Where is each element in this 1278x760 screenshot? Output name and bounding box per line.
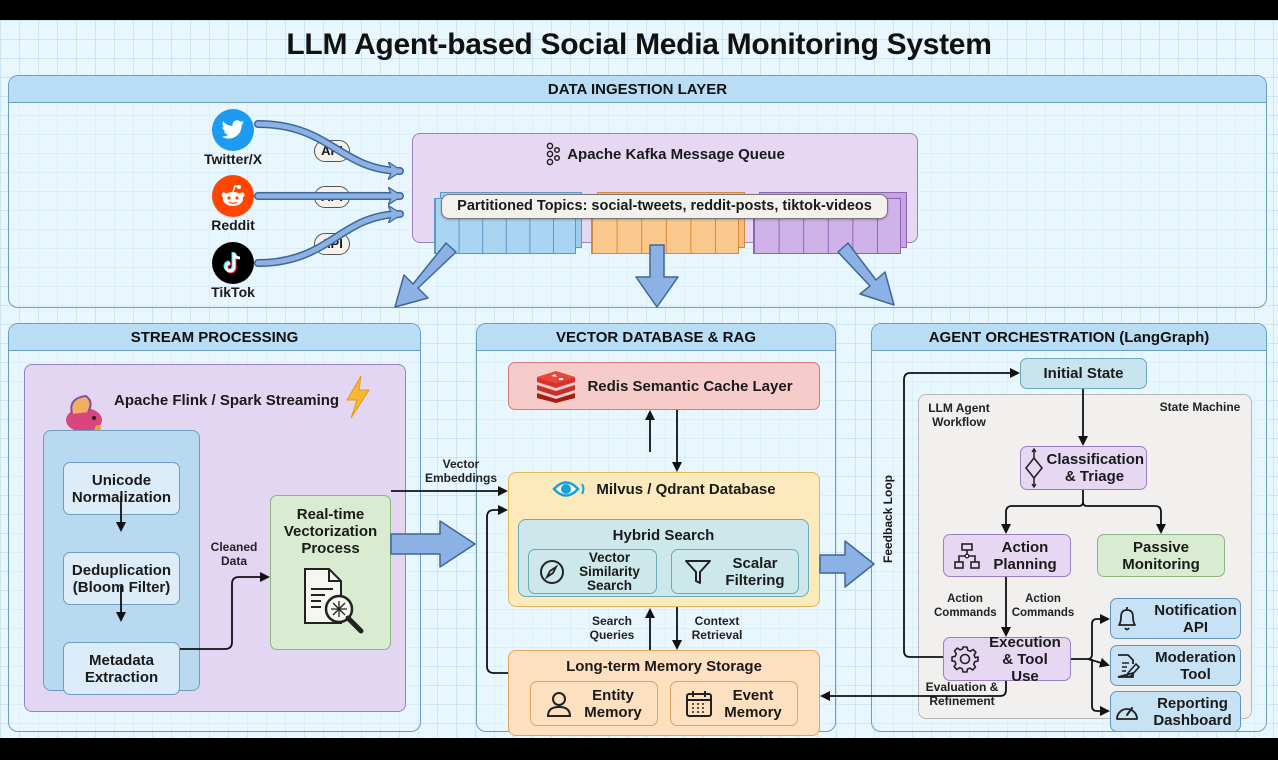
search-queries-label: Search Queries <box>589 614 635 642</box>
event-memory-label: Event Memory <box>724 686 782 721</box>
action-planning-label: Action Planning <box>993 538 1057 573</box>
entity-memory: Entity Memory <box>530 681 658 726</box>
twitter-api-connector: API <box>314 140 350 162</box>
milvus-eye-icon <box>552 481 585 497</box>
filter-icon <box>685 559 711 584</box>
action-planning: Action Planning <box>943 534 1071 577</box>
vector-similarity-label: Vector Similarity Search <box>579 549 640 593</box>
action-commands-right-label: Action Commands <box>1011 593 1075 619</box>
long-term-memory-label: Long-term Memory Storage <box>566 658 762 675</box>
kafka-icon <box>546 142 561 166</box>
cleaned-data-label: Cleaned Data <box>210 540 258 568</box>
compass-icon <box>539 559 564 584</box>
passive-monitoring: Passive Monitoring <box>1097 534 1225 577</box>
entity-memory-label: Entity Memory <box>584 686 642 721</box>
unicode-normalization-step: Unicode Normalization <box>63 462 180 515</box>
vector-layer-header: VECTOR DATABASE & RAG <box>477 324 835 351</box>
reporting-dashboard-label: Reporting Dashboard <box>1153 694 1232 729</box>
moderation-tool: Moderation Tool <box>1110 645 1241 686</box>
flink-squirrel-icon <box>66 394 102 432</box>
bell-icon <box>1117 606 1136 630</box>
scalar-filtering: Scalar Filtering <box>671 549 799 594</box>
spark-lightning-icon <box>346 375 370 419</box>
twitter-icon <box>212 109 254 151</box>
metadata-extraction-step: Metadata Extraction <box>63 642 180 695</box>
gear-icon <box>951 646 979 673</box>
gauge-icon <box>1115 706 1138 720</box>
tiktok-label: TikTok <box>211 284 255 300</box>
evaluation-refinement-label: Evaluation & Refinement <box>925 680 999 708</box>
stream-engine-title: Apache Flink / Spark Streaming <box>114 392 340 409</box>
twitter-label: Twitter/X <box>203 151 263 167</box>
milvus-title-row: Milvus / Qdrant Database <box>508 478 820 500</box>
redis-icon <box>537 371 576 403</box>
kafka-title: Apache Kafka Message Queue <box>567 145 785 163</box>
calendar-icon <box>686 690 712 717</box>
llm-agent-workflow-label: LLM Agent Workflow <box>928 401 990 429</box>
edit-document-icon <box>1117 653 1140 678</box>
tiktok-api-connector: API <box>314 233 350 255</box>
initial-state: Initial State <box>1020 358 1147 389</box>
diagram-canvas: LLM Agent-based Social Media Monitoring … <box>0 20 1278 738</box>
deduplication-step: Deduplication (Bloom Filter) <box>63 552 180 605</box>
vector-embeddings-label: Vector Embeddings <box>424 457 497 485</box>
decision-icon <box>1024 448 1043 488</box>
action-commands-left-label: Action Commands <box>934 593 997 619</box>
classification-triage: Classification & Triage <box>1020 446 1147 490</box>
document-search-icon <box>304 568 364 634</box>
reddit-label: Reddit <box>211 217 255 233</box>
milvus-label: Milvus / Qdrant Database <box>596 480 776 498</box>
agent-layer-header: AGENT ORCHESTRATION (LangGraph) <box>872 324 1266 351</box>
reddit-icon <box>212 175 254 217</box>
stream-layer-header: STREAM PROCESSING <box>9 324 420 351</box>
reporting-dashboard-tool: Reporting Dashboard <box>1110 691 1241 732</box>
diagram-title: LLM Agent-based Social Media Monitoring … <box>286 28 992 61</box>
state-machine-label: State Machine <box>1159 400 1241 414</box>
classification-label: Classification & Triage <box>1046 451 1145 485</box>
event-memory: Event Memory <box>670 681 798 726</box>
execution-label: Execution & Tool Use <box>989 633 1061 685</box>
feedback-loop-label: Feedback Loop <box>881 475 895 564</box>
vectorization-label: Real-time Vectorization Process <box>283 506 378 557</box>
redis-label: Redis Semantic Cache Layer <box>587 377 793 395</box>
tiktok-icon <box>212 242 254 284</box>
moderation-tool-label: Moderation Tool <box>1155 648 1236 683</box>
kafka-title-row: Apache Kafka Message Queue <box>413 142 917 166</box>
context-retrieval-label: Context Retrieval <box>691 614 743 642</box>
hybrid-search-label: Hybrid Search <box>612 527 715 544</box>
redis-cache: Redis Semantic Cache Layer <box>508 362 820 410</box>
notification-api-label: Notification API <box>1154 601 1237 636</box>
scalar-filtering-label: Scalar Filtering <box>725 554 785 589</box>
person-icon <box>546 691 572 717</box>
execution-tool-use: Execution & Tool Use <box>943 634 1071 685</box>
hierarchy-icon <box>954 542 980 569</box>
vector-similarity-search: Vector Similarity Search <box>528 549 657 594</box>
reddit-api-connector: API <box>314 186 350 208</box>
partitioned-topics-label: Partitioned Topics: social-tweets, reddi… <box>441 194 888 219</box>
notification-api-tool: Notification API <box>1110 598 1241 639</box>
ingestion-layer-header: DATA INGESTION LAYER <box>9 76 1266 103</box>
